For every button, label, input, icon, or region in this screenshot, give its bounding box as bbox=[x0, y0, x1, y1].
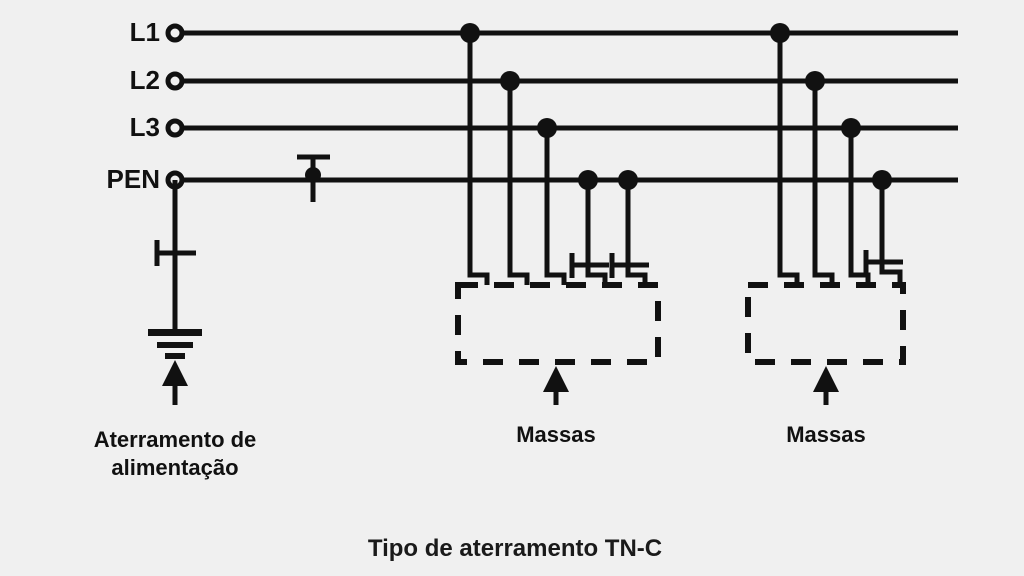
load-center-enclosure bbox=[455, 282, 661, 365]
pe-conductor-marker-source bbox=[154, 240, 196, 266]
pen-tap-junction-dot bbox=[305, 167, 321, 183]
terminal-ring-l2 bbox=[165, 71, 185, 91]
earth-ground-symbol bbox=[148, 329, 202, 359]
source-earth-arrow-head bbox=[162, 360, 188, 386]
load-center-group: Massas bbox=[455, 23, 661, 447]
source-earth-label-line1: Aterramento de bbox=[94, 427, 257, 452]
load-center-drop-l3 bbox=[544, 128, 567, 285]
terminal-ring-l3 bbox=[165, 118, 185, 138]
pen-tap-group bbox=[297, 154, 330, 202]
pe-conductor-marker-right bbox=[863, 250, 903, 275]
bus-label-pen: PEN bbox=[107, 164, 160, 194]
source-earth-arrow bbox=[162, 360, 188, 405]
load-center-drop-pen-a bbox=[585, 180, 608, 285]
bus-terminal-group: L1 L2 L3 PEN bbox=[107, 17, 185, 194]
load-right-drop-l1 bbox=[777, 33, 800, 285]
load-center-label: Massas bbox=[516, 422, 596, 447]
load-right-arrow-head bbox=[813, 366, 839, 392]
load-right-enclosure bbox=[745, 282, 906, 365]
load-right-arrow bbox=[813, 366, 839, 405]
junction-dot-right-l2 bbox=[805, 71, 825, 91]
diagram-title: Tipo de aterramento TN-C bbox=[368, 535, 662, 562]
load-center-arrow-head bbox=[543, 366, 569, 392]
pe-conductor-marker-center-b bbox=[609, 253, 649, 278]
load-center-drop-pen-b bbox=[625, 180, 648, 285]
load-right-drop-l2 bbox=[812, 81, 835, 285]
bus-bar-group bbox=[175, 30, 958, 183]
load-center-drop-l1 bbox=[467, 33, 490, 285]
load-right-drop-pen bbox=[879, 180, 903, 285]
bus-label-l2: L2 bbox=[130, 65, 160, 95]
load-right-group: Massas bbox=[745, 23, 906, 447]
load-center-drop-l2 bbox=[507, 81, 530, 285]
junction-dot-center-l1 bbox=[460, 23, 480, 43]
load-right-label: Massas bbox=[786, 422, 866, 447]
junction-dot-right-l1 bbox=[770, 23, 790, 43]
source-earthing-group: Aterramento de alimentação bbox=[94, 180, 257, 480]
earth-bar-3 bbox=[165, 353, 185, 359]
pe-conductor-marker-center-a bbox=[569, 253, 609, 278]
junction-dot-center-pen-b bbox=[618, 170, 638, 190]
junction-dot-right-l3 bbox=[841, 118, 861, 138]
earth-bar-1 bbox=[148, 329, 202, 336]
terminal-ring-l1 bbox=[165, 23, 185, 43]
earth-bar-2 bbox=[157, 342, 193, 348]
bus-label-l3: L3 bbox=[130, 112, 160, 142]
load-right-drop-l3 bbox=[848, 128, 871, 285]
junction-dot-center-l2 bbox=[500, 71, 520, 91]
bus-label-l1: L1 bbox=[130, 17, 160, 47]
source-earth-label-line2: alimentação bbox=[111, 455, 238, 480]
junction-dot-center-pen-a bbox=[578, 170, 598, 190]
junction-dot-right-pen bbox=[872, 170, 892, 190]
load-center-arrow bbox=[543, 366, 569, 405]
junction-dot-center-l3 bbox=[537, 118, 557, 138]
